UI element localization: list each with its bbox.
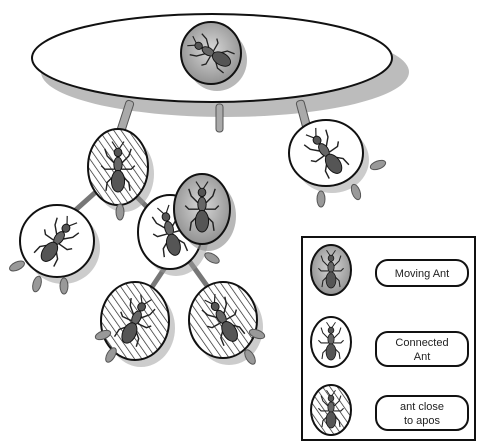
legend-close-label-1: ant close	[400, 401, 444, 413]
legend-connected-label-2: Ant	[414, 351, 431, 363]
legend-connected-label-1: Connected	[395, 337, 448, 349]
legend: Moving Ant Connected Ant ant close to ap…	[302, 237, 475, 440]
close-ant-top-left	[88, 129, 154, 212]
legend-moving-label: Moving Ant	[395, 268, 449, 280]
legend-close-label-2: to apos	[404, 415, 441, 427]
close-ant-bottom-left	[94, 282, 175, 367]
connected-ant-left	[8, 204, 124, 294]
connected-ant-right	[289, 120, 387, 207]
close-ant-bottom-right	[189, 282, 266, 366]
